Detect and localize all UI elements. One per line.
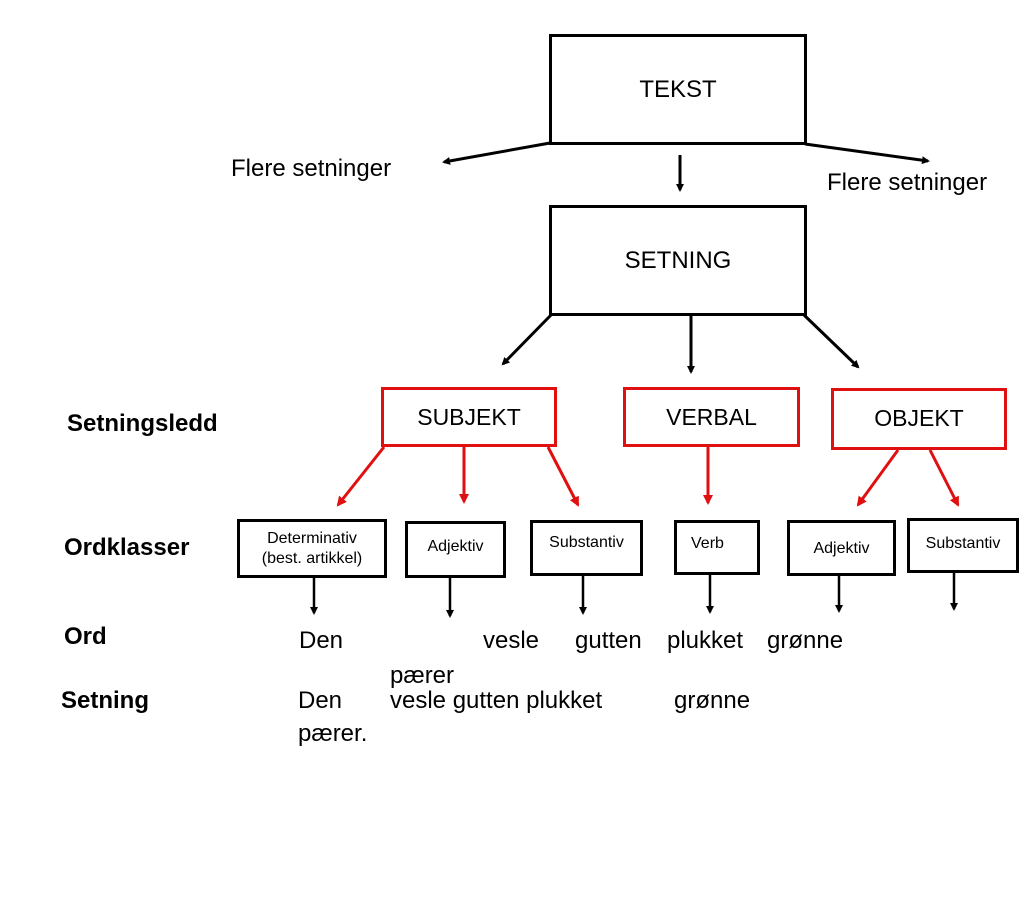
sentence-middle: vesle gutten plukket <box>390 687 603 714</box>
row-label-setning: Setning <box>61 687 149 714</box>
adjektiv-box-2: Adjektiv <box>787 520 896 576</box>
tekst-box: TEKST <box>549 34 807 145</box>
row-label-setningsledd: Setningsledd <box>67 410 218 437</box>
arrow-setning-objekt <box>802 313 860 369</box>
row-label-ord: Ord <box>64 623 107 650</box>
adjektiv-box-1: Adjektiv <box>405 521 506 578</box>
subjekt-label: SUBJEKT <box>417 403 521 430</box>
objekt-box: OBJEKT <box>831 388 1007 450</box>
substantiv-label-1: Substantiv <box>549 534 624 551</box>
word-vesle: vesle <box>483 627 540 654</box>
word-plukket: plukket <box>667 627 744 654</box>
verb-label: Verb <box>691 535 724 552</box>
arrow-tekst-right <box>804 142 930 165</box>
word-parer: pærer <box>390 662 455 689</box>
word-den: Den <box>299 627 344 654</box>
arrow-objekt-substantiv <box>928 449 960 507</box>
adjektiv-label-1: Adjektiv <box>427 538 484 555</box>
objekt-label: OBJEKT <box>874 405 964 431</box>
adjektiv-label-2: Adjektiv <box>813 540 870 557</box>
flere-setninger-left: Flere setninger <box>231 155 392 182</box>
arrow-subjekt-substantiv <box>546 446 580 507</box>
determinativ-sublabel: (best. artikkel) <box>261 549 363 567</box>
verb-box: Verb <box>674 520 760 575</box>
determinativ-box: Determinativ (best. artikkel) <box>237 519 387 578</box>
word-gronne: grønne <box>767 627 844 654</box>
word-gutten: gutten <box>575 627 642 654</box>
arrow-setning-subjekt <box>501 313 553 366</box>
flere-setninger-right: Flere setninger <box>827 169 988 196</box>
substantiv-label-2: Substantiv <box>925 535 1001 552</box>
sentence-parer: pærer. <box>298 720 368 747</box>
sentence-gronne: grønne <box>674 687 751 714</box>
arrow-objekt-adjektiv <box>856 449 900 507</box>
row-label-ordklasser: Ordklasser <box>64 534 190 561</box>
subjekt-box: SUBJEKT <box>381 387 557 447</box>
substantiv-box-2: Substantiv <box>907 518 1019 573</box>
tekst-label: TEKST <box>639 75 717 103</box>
substantiv-box-1: Substantiv <box>530 520 643 576</box>
verbal-box: VERBAL <box>623 387 800 447</box>
arrow-subjekt-determinativ <box>336 446 386 507</box>
sentence-den: Den <box>298 687 343 714</box>
determinativ-label: Determinativ <box>267 530 357 548</box>
setning-box: SETNING <box>549 205 807 316</box>
setning-label: SETNING <box>624 246 732 274</box>
arrow-tekst-left <box>442 141 551 165</box>
verbal-label: VERBAL <box>666 403 757 430</box>
